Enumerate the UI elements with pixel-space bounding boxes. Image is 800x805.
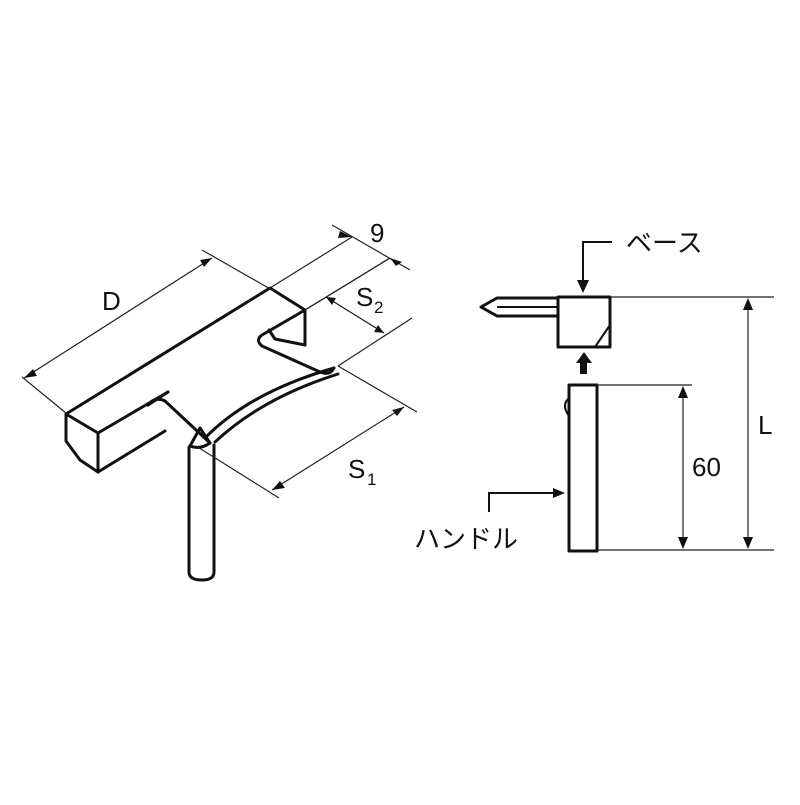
dimension-s1-subscript: 1 bbox=[367, 470, 376, 489]
dimension-60-label: 60 bbox=[692, 452, 721, 482]
dimension-s1-symbol: S bbox=[348, 454, 365, 484]
assembly-arrow-icon bbox=[576, 352, 592, 374]
stem-pin bbox=[187, 443, 216, 582]
base-label: ベース bbox=[626, 229, 703, 259]
dimension-9-label: 9 bbox=[370, 218, 384, 248]
side-view: ベース ハンドル 60 bbox=[414, 229, 774, 555]
dimension-s2: S 2 bbox=[304, 257, 413, 367]
dimension-s1: S 1 bbox=[195, 365, 418, 499]
base-part bbox=[479, 295, 612, 349]
dimension-s2-symbol: S bbox=[356, 282, 373, 312]
t-bar-body bbox=[64, 286, 340, 474]
base-callout: ベース bbox=[577, 229, 703, 293]
dimension-d: D bbox=[21, 249, 273, 414]
dimension-l: L bbox=[743, 298, 772, 549]
handle-label: ハンドル bbox=[414, 525, 518, 555]
dimension-l-label: L bbox=[758, 410, 772, 440]
dimension-9: 9 bbox=[269, 218, 411, 311]
isometric-view: D 9 S 2 S 1 bbox=[21, 218, 418, 582]
dimension-60: 60 bbox=[678, 386, 721, 549]
dimension-d-label: D bbox=[102, 286, 121, 316]
handle-callout: ハンドル bbox=[414, 488, 565, 555]
handle-part bbox=[564, 383, 599, 553]
dimension-s2-subscript: 2 bbox=[374, 298, 383, 317]
